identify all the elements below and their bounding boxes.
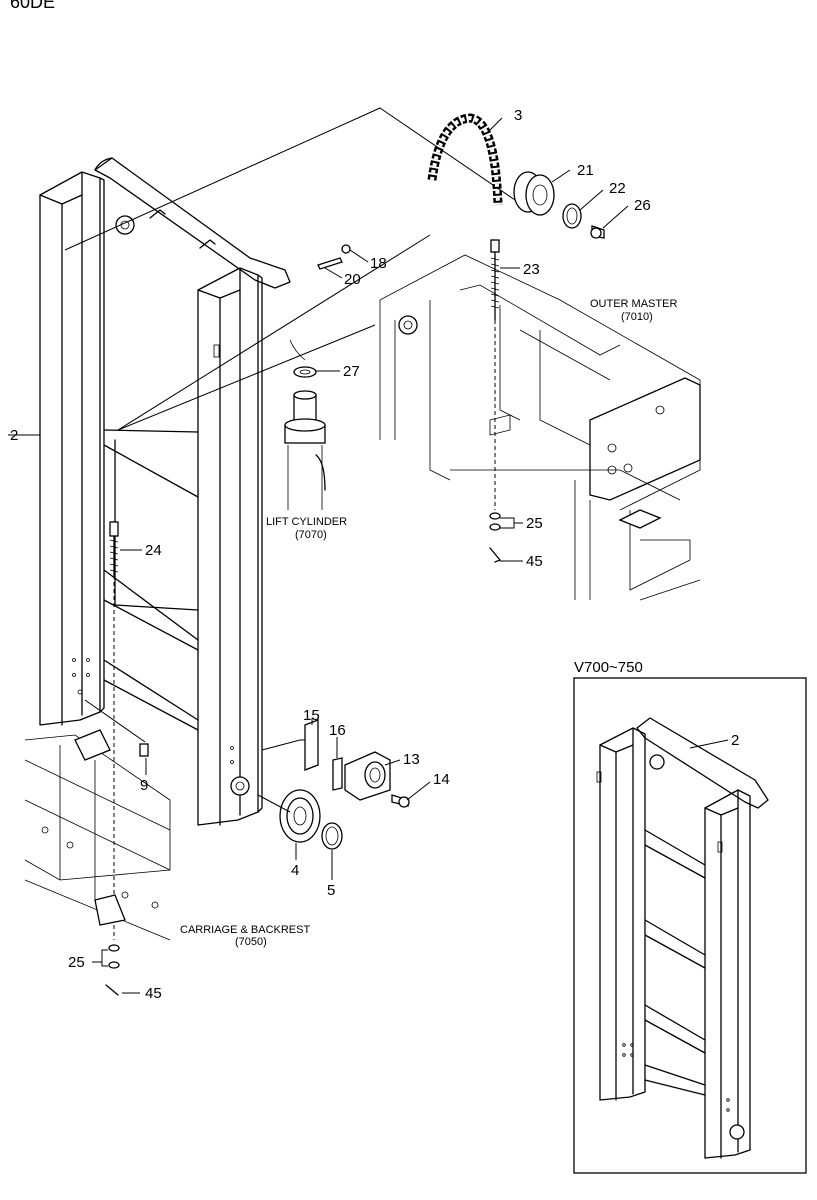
callout-25-lower: 25 xyxy=(68,954,85,971)
lift-cylinder xyxy=(284,339,326,510)
carriage-label: CARRIAGE & BACKREST xyxy=(180,924,310,936)
callout-15: 15 xyxy=(303,707,320,724)
roller xyxy=(279,789,343,850)
leader-lines xyxy=(8,117,629,994)
variant-inset: V700~750 2 xyxy=(573,659,807,1174)
inset-title: V700~750 xyxy=(574,659,643,676)
inset-callout-2: 2 xyxy=(731,732,739,749)
callout-25-upper: 25 xyxy=(526,515,543,532)
callout-45-upper: 45 xyxy=(526,553,543,570)
model-header: 60DE xyxy=(10,0,55,12)
callout-3: 3 xyxy=(514,107,522,124)
callout-14: 14 xyxy=(433,771,450,788)
callout-21: 21 xyxy=(577,162,594,179)
lift-cylinder-code: (7070) xyxy=(295,529,327,541)
anchor-bolt-upper xyxy=(489,239,501,563)
lift-cylinder-label: LIFT CYLINDER xyxy=(266,516,347,528)
outer-master-label: OUTER MASTER xyxy=(590,298,677,310)
callout-16: 16 xyxy=(329,722,346,739)
callout-24: 24 xyxy=(145,542,162,559)
callout-23: 23 xyxy=(523,261,540,278)
callout-4: 4 xyxy=(291,862,299,879)
callouts: 3 21 22 26 23 18 20 27 2 25 45 24 15 16 … xyxy=(10,107,651,1002)
anchor-bolt-lower xyxy=(105,521,120,996)
callout-45-lower: 45 xyxy=(145,985,162,1002)
chain-sheave xyxy=(513,171,605,239)
callout-13: 13 xyxy=(403,751,420,768)
inner-mast xyxy=(39,157,291,826)
carriage-code: (7050) xyxy=(235,936,267,948)
outer-master xyxy=(379,254,701,601)
callout-18: 18 xyxy=(370,255,387,272)
carriage-backrest xyxy=(24,729,171,941)
callout-22: 22 xyxy=(609,180,626,197)
chain xyxy=(427,113,503,206)
callout-2: 2 xyxy=(10,427,18,444)
part-13 xyxy=(344,751,391,801)
callout-5: 5 xyxy=(327,882,335,899)
callout-27: 27 xyxy=(343,363,360,380)
callout-26: 26 xyxy=(634,197,651,214)
callout-9: 9 xyxy=(140,777,148,794)
outer-master-code: (7010) xyxy=(621,311,653,323)
callout-20: 20 xyxy=(344,271,361,288)
